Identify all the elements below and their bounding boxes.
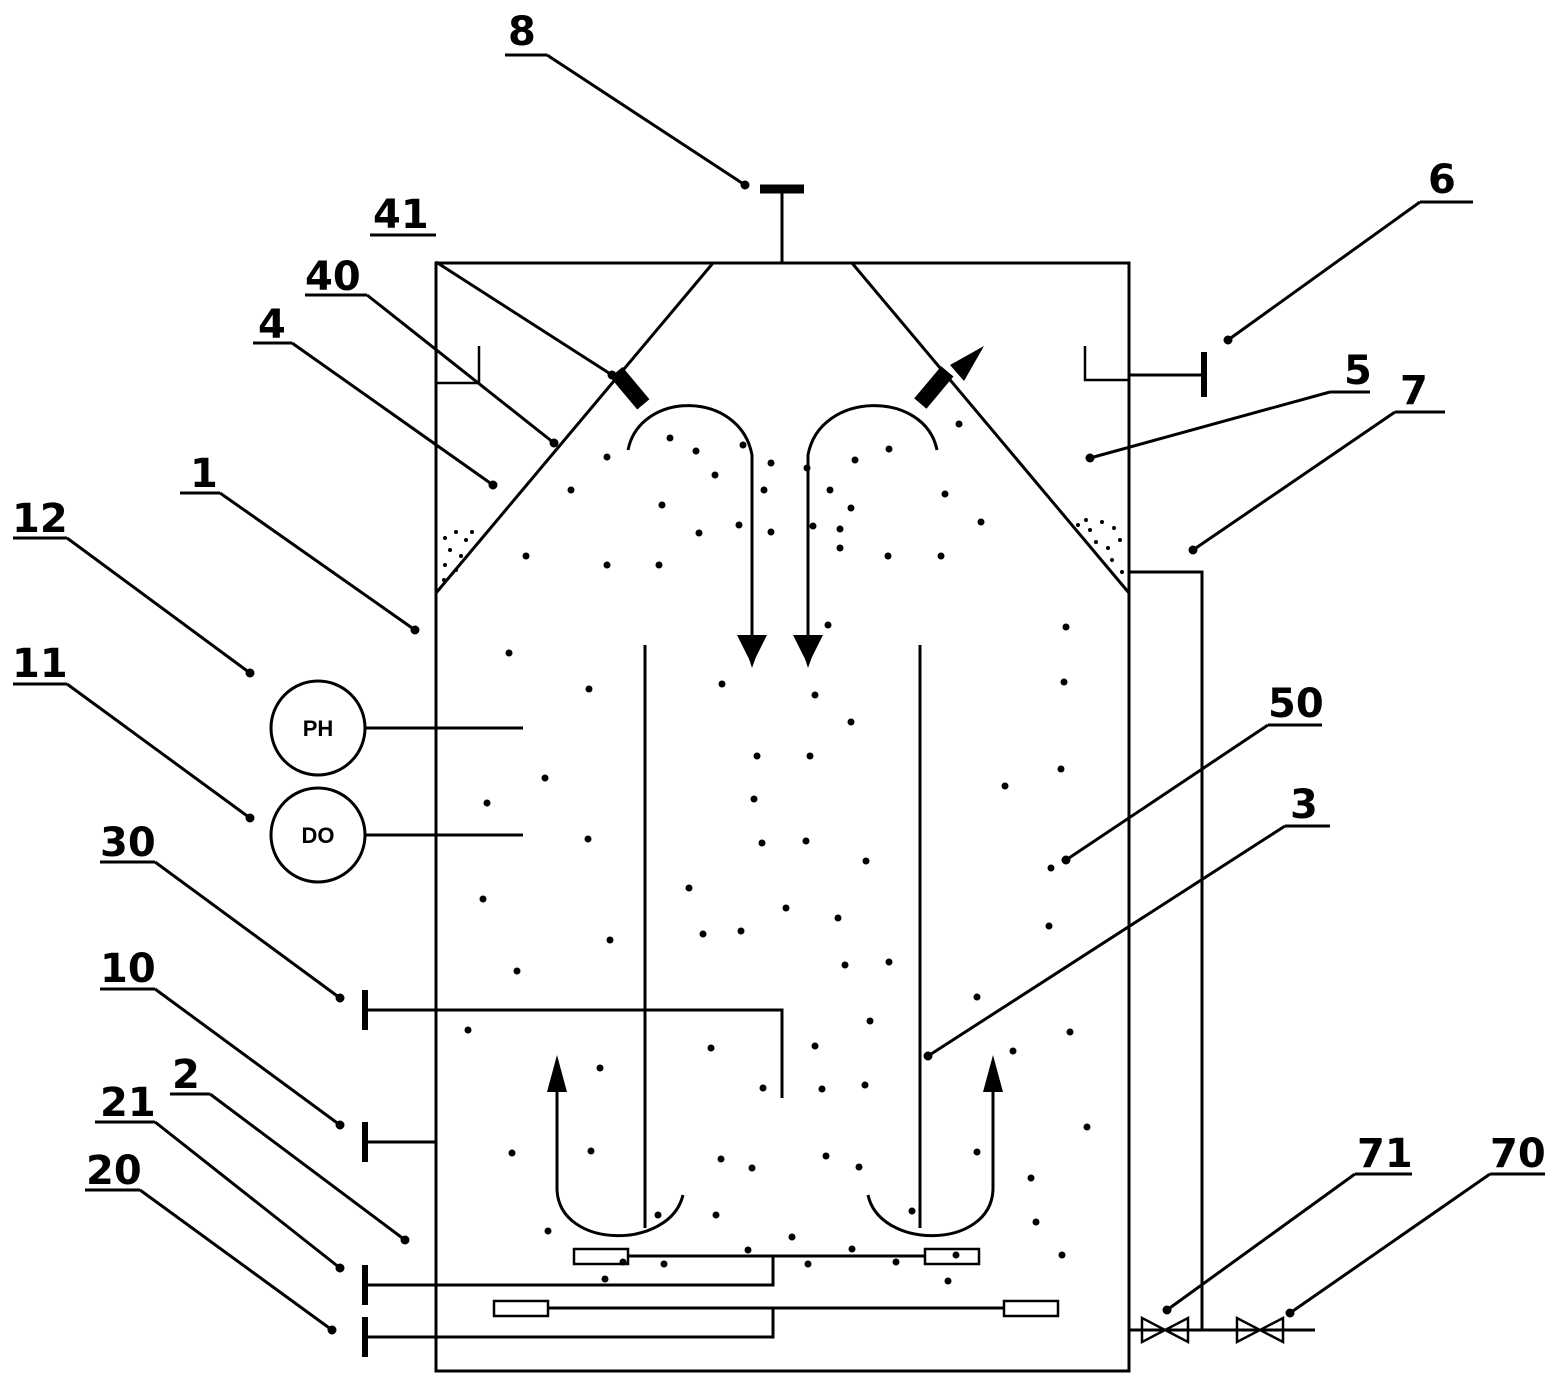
label-3: 3	[1290, 782, 1318, 828]
label-1: 1	[190, 451, 218, 497]
label-50: 50	[1268, 681, 1324, 727]
valve-71-icon[interactable]	[1140, 1315, 1190, 1345]
sludge-deposit-right	[1076, 518, 1124, 574]
label-11: 11	[12, 641, 68, 687]
do-sensor-label: DO	[302, 823, 335, 848]
label-8: 8	[508, 9, 536, 55]
flow-arrow-bottom-right	[866, 1080, 995, 1238]
label-30: 30	[100, 820, 156, 866]
label-7: 7	[1400, 368, 1428, 414]
sludge-deposit-left	[442, 530, 474, 582]
flow-arrow-top-left	[626, 404, 767, 665]
label-12: 12	[12, 496, 68, 542]
aeration-pipe-20	[365, 1308, 775, 1339]
label-10: 10	[100, 946, 156, 992]
ph-sensor-label: PH	[303, 716, 334, 741]
separator-hood	[434, 261, 1131, 594]
valve-70-icon[interactable]	[1235, 1315, 1285, 1345]
aerator-diffuser-20-left	[492, 1299, 550, 1318]
label-21: 21	[100, 1080, 156, 1126]
label-41: 41	[373, 192, 429, 238]
leader-lines	[13, 53, 1545, 1335]
baffle-nozzle-left	[610, 367, 650, 410]
aerator-diffuser-21-right	[923, 1247, 981, 1266]
flow-arrow-top-right	[793, 404, 939, 665]
aeration-pipe-21	[365, 1256, 775, 1287]
label-70: 70	[1490, 1131, 1546, 1177]
aerator-diffuser-21-left	[572, 1247, 630, 1266]
label-20: 20	[86, 1148, 142, 1194]
baffle-nozzle-right	[914, 366, 954, 409]
sludge-particles	[464, 420, 1091, 1285]
nozzle-arrow-tip	[950, 346, 984, 381]
flow-arrow-bottom-left	[555, 1080, 685, 1238]
label-40: 40	[305, 254, 361, 300]
label-2: 2	[172, 1052, 200, 1098]
label-6: 6	[1428, 157, 1456, 203]
label-71: 71	[1357, 1131, 1413, 1177]
reactor-shell	[434, 261, 1131, 1373]
sludge-discharge-pipe	[1129, 570, 1204, 1330]
label-5: 5	[1344, 348, 1372, 394]
aerator-diffuser-20-right	[1002, 1299, 1060, 1318]
right-weir	[1083, 346, 1129, 382]
label-4: 4	[258, 302, 286, 348]
inlet-pipe-30	[365, 1008, 784, 1098]
